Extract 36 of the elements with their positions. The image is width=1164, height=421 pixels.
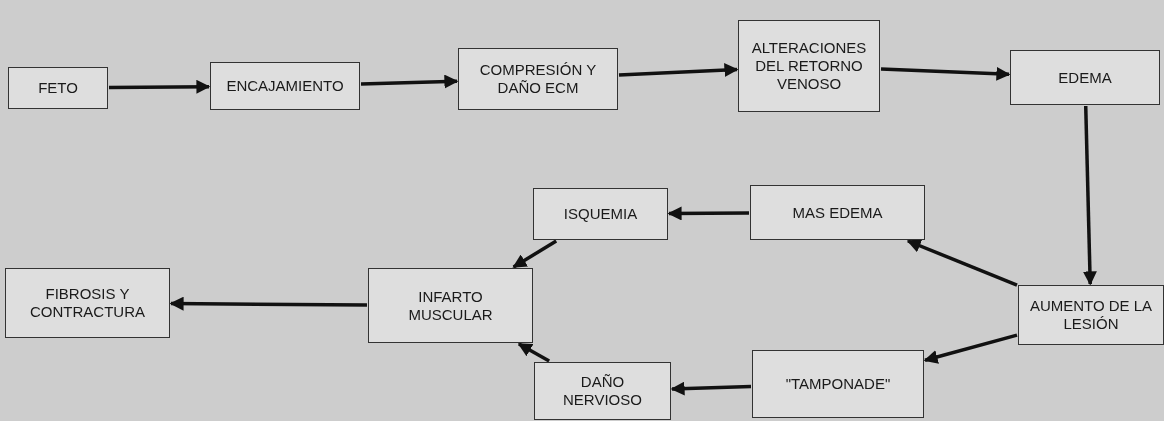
box-label: COMPRESIÓN Y DAÑO ECM — [478, 61, 598, 97]
arrow — [880, 66, 1011, 81]
process-box — [5, 268, 170, 338]
process-box — [458, 48, 618, 110]
process-box — [210, 62, 360, 110]
arrow — [618, 63, 739, 78]
box-label: ENCAJAMIENTO — [226, 77, 344, 95]
box-label: ALTERACIONES DEL RETORNO VENOSO — [750, 39, 868, 93]
arrow — [906, 239, 1018, 287]
arrow — [1082, 105, 1097, 286]
box-label: AUMENTO DE LA LESIÓN — [1028, 297, 1154, 333]
process-box — [738, 20, 880, 112]
process-box — [534, 362, 671, 420]
process-box — [533, 188, 668, 240]
arrow — [360, 74, 459, 89]
box-label: ISQUEMIA — [563, 205, 638, 223]
process-box — [1010, 50, 1160, 105]
arrow — [667, 206, 749, 221]
arrow — [670, 381, 752, 396]
process-box — [1018, 285, 1164, 345]
arrow — [169, 296, 367, 311]
box-label: DAÑO NERVIOSO — [562, 373, 643, 409]
box-label: FIBROSIS Y CONTRACTURA — [29, 285, 146, 321]
process-box — [752, 350, 924, 418]
process-box — [750, 185, 925, 240]
box-label: INFARTO MUSCULAR — [407, 287, 494, 324]
box-label: MAS EDEMA — [792, 203, 883, 222]
arrow — [109, 79, 211, 94]
box-label: "TAMPONADE" — [785, 375, 891, 393]
arrow — [923, 333, 1018, 364]
arrow — [517, 342, 551, 363]
arrow — [512, 239, 558, 269]
process-box — [368, 268, 533, 343]
box-label: FETO — [38, 79, 78, 97]
process-box — [8, 67, 108, 109]
box-label: EDEMA — [1058, 68, 1112, 87]
